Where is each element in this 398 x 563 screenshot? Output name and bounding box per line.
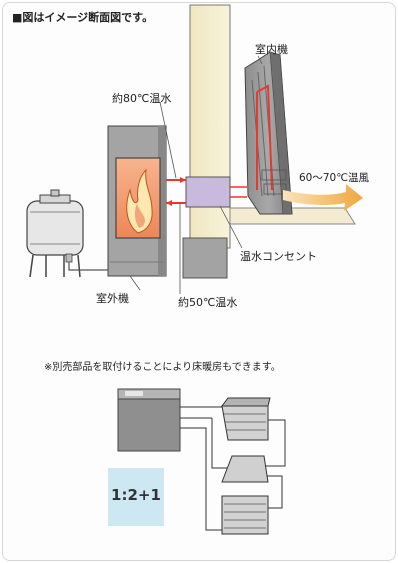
- label-warm-air: 60～70℃温風: [299, 172, 370, 184]
- wall-column: [189, 4, 231, 249]
- oil-feed-line: [68, 262, 108, 271]
- caption-text: ■図はイメージ断面図です。: [12, 11, 154, 24]
- wall-pedestal: [182, 237, 228, 279]
- floor-panel-3: [221, 495, 269, 535]
- floor-heating-note: ※別売部品を取付けることにより床暖房もできます。: [44, 362, 281, 373]
- warm-air-arrow: [283, 184, 363, 211]
- floor-panel-1: [221, 405, 269, 441]
- floor-heating-schematic: [108, 388, 286, 535]
- oil-tank: [26, 189, 84, 278]
- floor-panel-2: [221, 455, 269, 483]
- outdoor-unit: [107, 125, 167, 277]
- indoor-unit: [244, 51, 293, 215]
- label-outdoor-unit: 室外機: [96, 292, 129, 305]
- label-hot-water-80: 約80℃温水: [112, 92, 172, 105]
- hot-water-outlet-box: [185, 176, 231, 208]
- label-hot-water-50: 約50℃温水: [178, 296, 238, 309]
- ratio-badge-bg: [108, 468, 164, 526]
- label-hot-water-outlet: 温水コンセント: [240, 250, 317, 263]
- ratio-badge: 1:2+1: [111, 486, 161, 504]
- label-indoor-unit: 室内機: [255, 43, 288, 56]
- wall-slab: [229, 207, 356, 225]
- leader-lines: [129, 55, 263, 294]
- hot-water-pipes: [166, 177, 247, 206]
